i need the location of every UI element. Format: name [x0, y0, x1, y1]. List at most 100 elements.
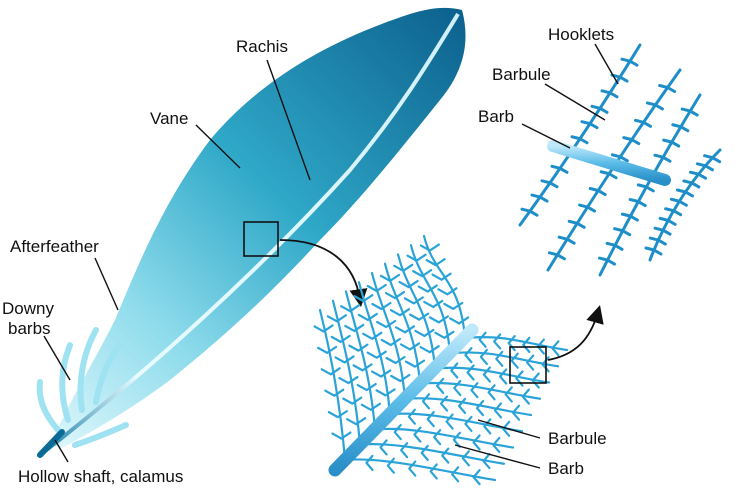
hooklet-tick: [645, 101, 664, 111]
barbule-hair: [487, 384, 496, 401]
barbule-hair: [479, 348, 488, 366]
barbule-hair: [464, 415, 473, 433]
label-vane: Vane: [150, 109, 188, 128]
label-hooklets: Hooklets: [548, 25, 614, 44]
barbule-hair: [414, 328, 435, 338]
label-rachis: Rachis: [236, 37, 288, 56]
barbule-hair: [413, 426, 422, 443]
barbule-hair: [429, 463, 438, 480]
label-barbule-bottom: Barbule: [548, 429, 607, 448]
hooklet-tick: [520, 207, 539, 217]
barbule-hair: [384, 290, 406, 300]
barbule-hair: [421, 393, 431, 410]
barbule-hair: [390, 373, 411, 383]
hooklet-tick: [590, 104, 609, 114]
barbule-hair: [551, 340, 560, 357]
hooklet-tick: [605, 241, 624, 251]
hooklet-tick: [669, 197, 688, 207]
barbule-hair: [504, 386, 513, 403]
barbule-hair: [436, 377, 445, 394]
barbule-hair: [482, 366, 491, 383]
barbule-hair: [330, 334, 351, 343]
barbule-hair: [362, 331, 383, 340]
barbule-up: [331, 299, 362, 446]
barbule-hair: [515, 370, 524, 387]
barbule-hair: [499, 368, 508, 385]
barbule-hair: [472, 434, 481, 451]
vane-leader: [195, 124, 241, 169]
barbule-hair: [439, 395, 449, 412]
hooklet-tick: [620, 212, 639, 222]
feather-vane-shape: [50, 7, 466, 448]
barbule-hair: [441, 447, 450, 464]
barbule-hair: [348, 343, 369, 352]
barb-top-leader: [521, 123, 571, 149]
barbule-detail: [518, 43, 722, 277]
barbule-hair: [379, 273, 401, 282]
barbule-hair: [452, 431, 461, 448]
barbule-right: [433, 366, 551, 384]
label-barb-top: Barb: [478, 107, 514, 126]
barbule-hair: [366, 350, 387, 359]
barbule-right: [373, 427, 515, 449]
barbule-hair: [379, 439, 388, 456]
barbule-up: [344, 290, 377, 431]
barbule-hair: [324, 388, 345, 397]
label-barb-bottom: Barb: [548, 459, 584, 478]
hooklet-tick: [675, 188, 694, 198]
detail-box-feather: [243, 221, 279, 257]
barbule-hair: [426, 411, 435, 428]
barbule-hair: [453, 379, 462, 397]
barbule-hair: [521, 388, 530, 405]
hooklet-tick: [703, 154, 722, 164]
hooklet-tick: [658, 83, 677, 93]
barbule-hair: [493, 333, 502, 350]
barbule-right: [418, 381, 542, 400]
barbule-hair: [437, 287, 458, 296]
hooklet-tick: [682, 179, 701, 189]
barbule-hair: [445, 413, 454, 430]
barbule-hair: [531, 372, 540, 389]
barbule-hair: [342, 396, 363, 405]
barbule-hair: [356, 382, 377, 392]
barbule-hair: [406, 253, 427, 262]
detail-box-barb: [509, 346, 547, 384]
barbule-hair: [394, 325, 416, 334]
barbule-hair: [526, 354, 535, 371]
barbule-hair: [434, 330, 455, 339]
hooklet-tick: [628, 198, 647, 208]
barbule-right: [358, 443, 506, 465]
barbule-hair: [317, 345, 338, 354]
barbule-hair: [400, 442, 409, 459]
hooklet-tick: [613, 227, 632, 237]
barbule-hair: [412, 269, 433, 278]
barbule-hair: [327, 410, 348, 419]
hooklet-tick: [695, 162, 714, 172]
afterfeather-wisps: [36, 327, 129, 448]
hooklet-tick: [689, 170, 708, 180]
barbule-hair: [492, 436, 501, 454]
label-calamus: Hollow shaft, calamus: [18, 467, 183, 486]
barbule-hair: [478, 331, 487, 348]
label-barbule-top: Barbule: [492, 65, 551, 84]
hooklet-tick: [540, 179, 559, 189]
barbule-hair: [393, 423, 402, 441]
barbule-hair: [511, 404, 521, 421]
barbule-hair: [431, 272, 452, 281]
hooklet-tick: [588, 187, 607, 197]
hooklet-tick: [570, 135, 589, 145]
barbule-hair: [353, 294, 374, 303]
barbule-hair: [522, 336, 531, 353]
barbule-hair: [371, 301, 392, 311]
barbule-top-leader: [544, 83, 606, 121]
barbule-hair: [451, 466, 460, 483]
hooklet-tick: [547, 251, 566, 261]
barb-cross-tube: [547, 140, 671, 186]
hooklet-tick: [653, 153, 672, 163]
barbule-hair: [461, 450, 470, 467]
barbule-right: [403, 397, 533, 417]
barbule-hair: [472, 469, 481, 486]
hooklets-leader: [594, 43, 619, 85]
hooklet-tick: [557, 235, 576, 245]
